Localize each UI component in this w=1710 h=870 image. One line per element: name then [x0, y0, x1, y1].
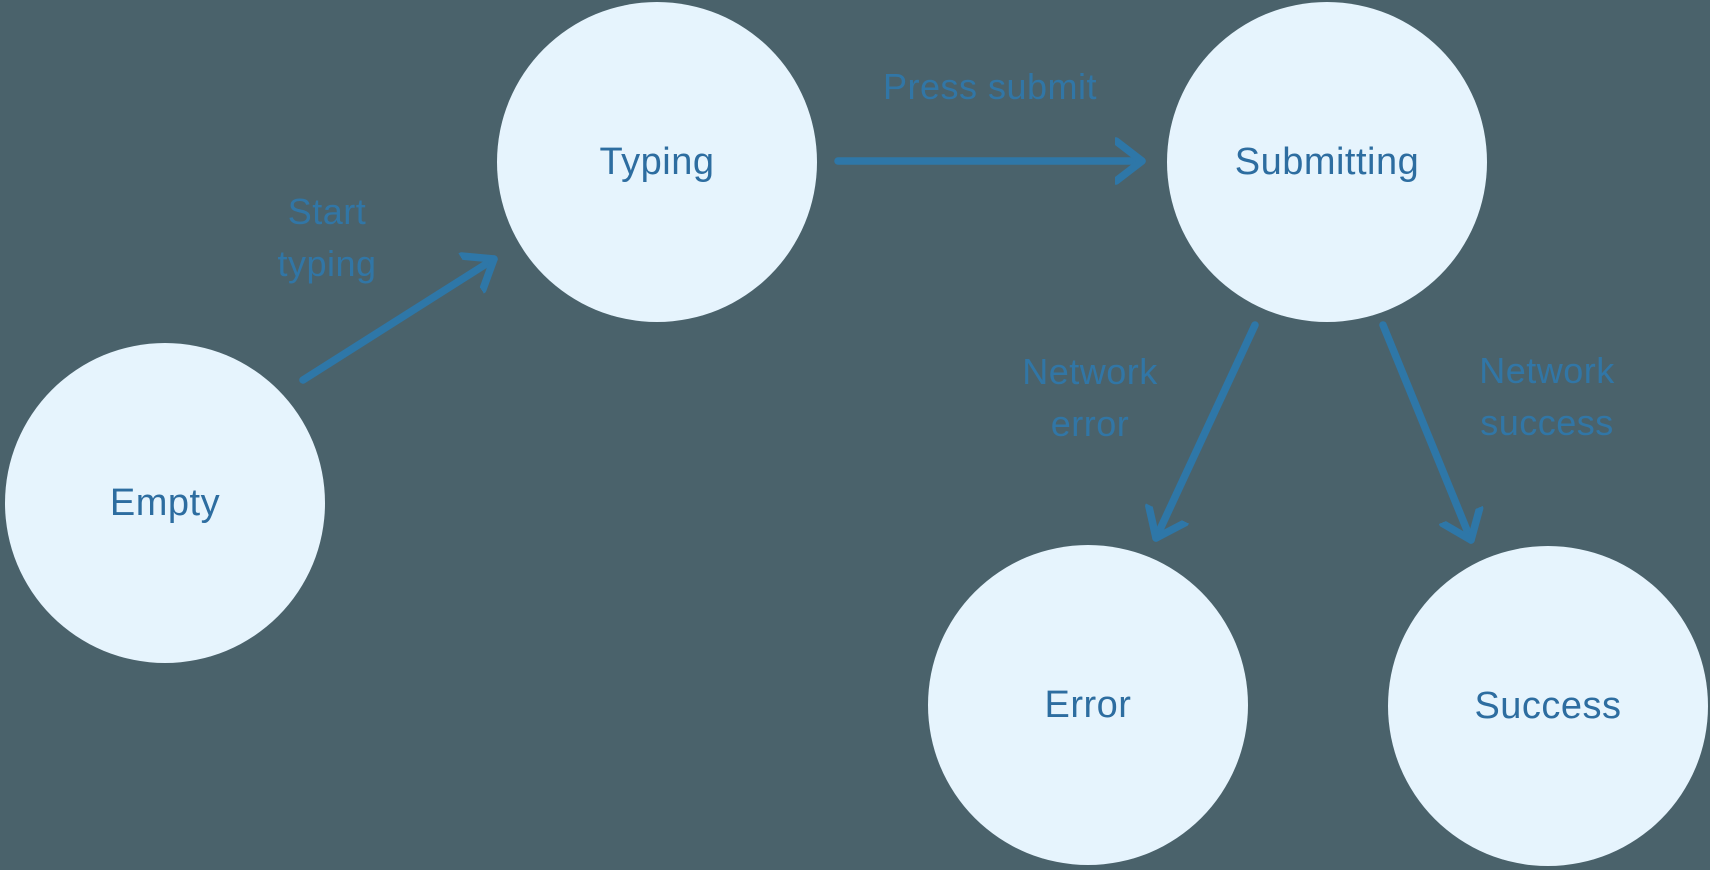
node-empty: Empty — [5, 343, 325, 663]
node-submitting: Submitting — [1167, 2, 1487, 322]
edge-label-line: Start — [287, 191, 367, 232]
edge-label-start-typing: Start typing — [197, 186, 457, 290]
edge-label-line: typing — [277, 243, 377, 284]
edge-label-press-submit: Press submit — [860, 61, 1120, 113]
node-empty-label: Empty — [109, 481, 221, 524]
edge-label-line: error — [1050, 403, 1130, 444]
node-typing: Typing — [497, 2, 817, 322]
edge-label-network-success: Network success — [1417, 345, 1677, 449]
node-typing-label: Typing — [599, 140, 715, 183]
node-error: Error — [928, 545, 1248, 865]
edge-label-line: Network — [1022, 351, 1158, 392]
edge-label-line: Network — [1479, 350, 1615, 391]
edge-label-line: Press submit — [882, 66, 1098, 107]
edge-label-line: success — [1480, 402, 1614, 443]
node-success-label: Success — [1474, 684, 1622, 727]
node-submitting-label: Submitting — [1234, 140, 1420, 183]
node-success: Success — [1388, 546, 1708, 866]
node-error-label: Error — [1044, 683, 1132, 726]
edge-label-network-error: Network error — [960, 346, 1220, 450]
